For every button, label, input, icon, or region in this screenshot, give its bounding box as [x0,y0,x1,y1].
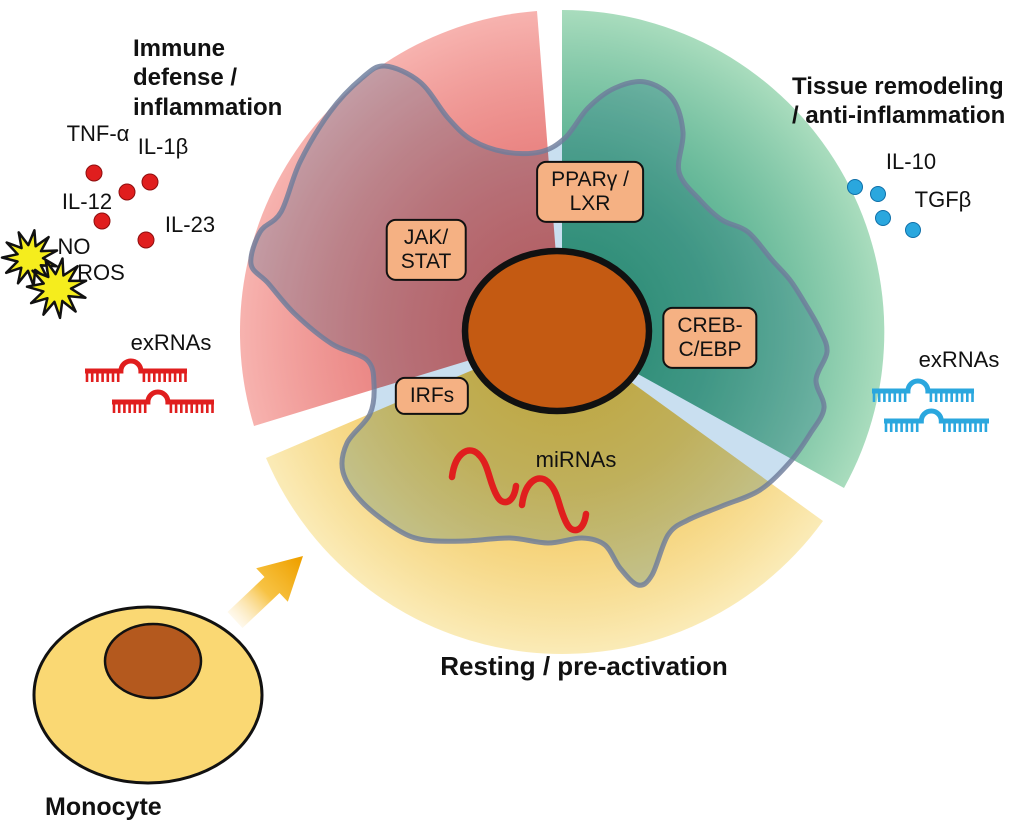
section-label-resting: Resting / pre-activation [440,651,728,682]
cytokine-dot-blue [847,179,863,195]
macrophage-cell-membrane [248,63,830,588]
monocyte-nucleus [103,622,203,700]
exrnas-label-right: exRNAs [918,347,1000,373]
differentiation-arrow-icon [227,556,303,628]
exrna-teeth [884,423,988,432]
tf-box-ppar-lxr: PPARγ / LXR [536,160,644,224]
cytokine-dot-red [85,164,103,182]
exrna-backbone [112,389,214,405]
tf-box-irfs: IRFs [394,376,470,416]
no-starburst-icon [0,229,59,288]
exrna-icon-left-1 [85,358,187,382]
cytokine-dot-blue [875,210,891,226]
monocyte-label: Monocyte [45,793,162,821]
tf-box-creb-cebp: CREB- C/EBP [662,306,758,370]
signal-label-il23: IL-23 [164,212,216,238]
section-label-tissue-remodeling: Tissue remodeling / anti-inflammation [792,73,1006,130]
exrnas-label-left: exRNAs [130,330,212,356]
section-label-immune-defense: Immune defense / inflammation [133,35,283,121]
exrna-backbone [872,378,974,394]
exrna-icon-right-2 [884,408,989,432]
cytokine-dot-blue [870,186,886,202]
signal-label-tnf-alpha: TNF-α [66,121,130,147]
mirnas-label: miRNAs [535,447,617,473]
exrna-teeth [872,393,974,402]
signal-label-tgf-beta: TGFβ [914,187,972,213]
mirna-squiggle-1 [448,447,520,506]
cytokine-dot-red [93,212,111,230]
cytokine-dot-blue [905,222,921,238]
exrna-teeth [112,404,214,413]
blue-cytokine-dots [847,179,921,238]
signal-label-no: NO [57,234,91,260]
exrna-icon-left-2 [112,389,214,413]
mirna-squiggle-2 [518,475,590,534]
signal-label-il1-beta: IL-1β [137,134,189,160]
cytokine-dot-red [137,231,155,249]
exrna-icon-right-1 [872,378,974,402]
signal-label-il10: IL-10 [885,149,937,175]
tf-box-jak-stat: JAK/ STAT [385,218,467,282]
ros-starburst-icon [25,257,88,320]
exrna-backbone [884,408,989,424]
red-cytokine-dots [85,164,159,249]
signal-label-il12: IL-12 [61,189,113,215]
exrna-teeth [85,373,187,382]
signal-label-ros: ROS [77,260,125,286]
cytokine-dot-red [118,183,136,201]
cytokine-dot-red [141,173,159,191]
exrna-backbone [85,358,187,374]
macrophage-nucleus [461,247,653,415]
